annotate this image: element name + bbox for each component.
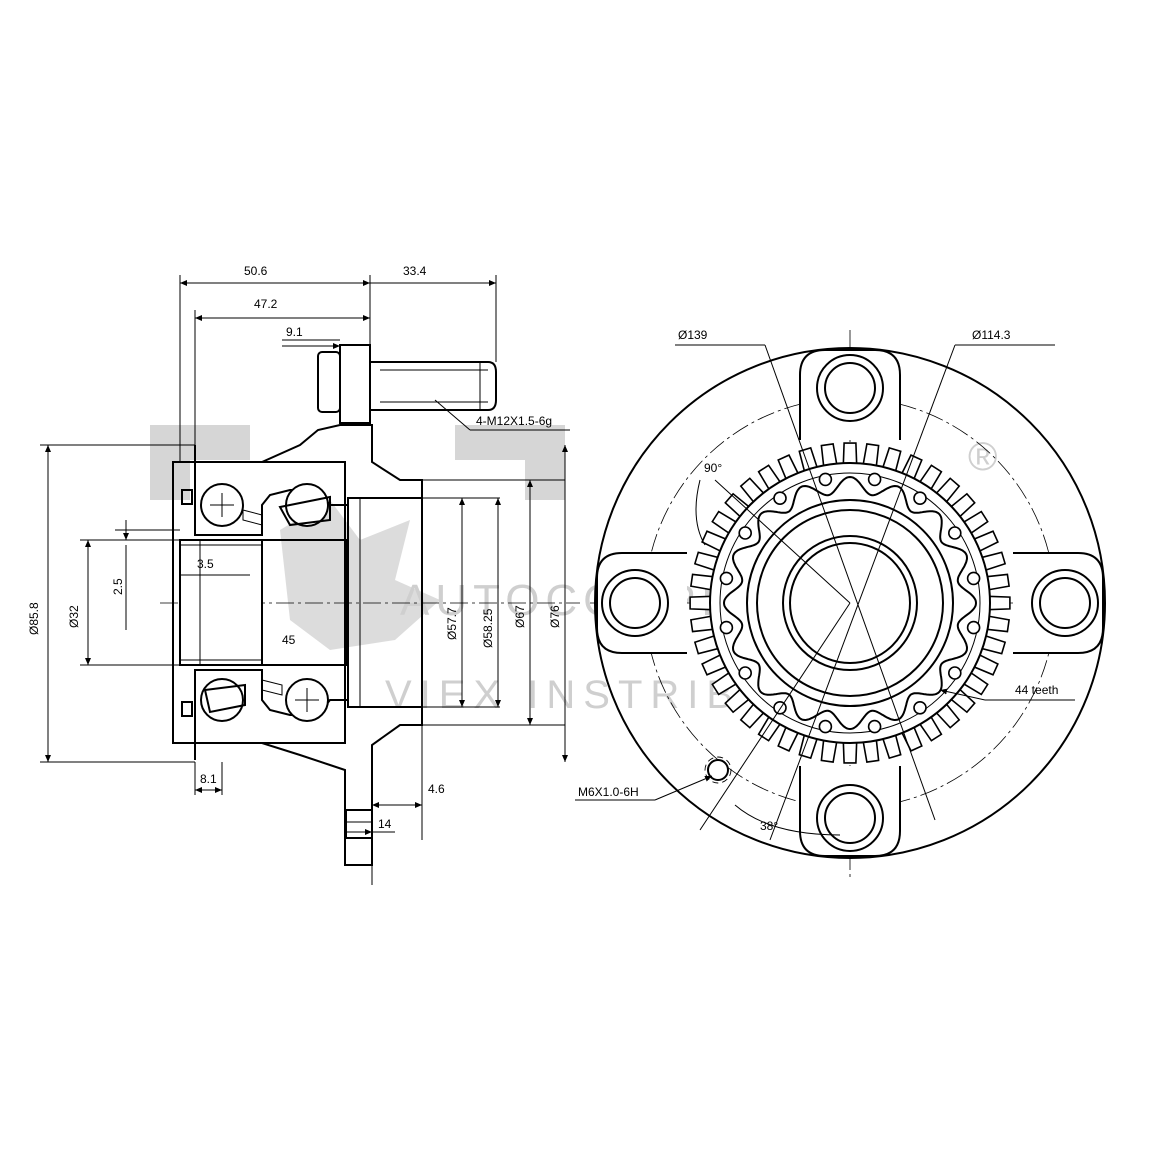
angle-90-label: 90°: [704, 461, 722, 475]
thread-hole-callout: M6X1.0-6H: [578, 785, 639, 799]
threaded-hole-m6: [707, 759, 729, 781]
dim-4-6: 4.6: [428, 782, 445, 796]
watermark-registered-mark: ®: [968, 435, 997, 479]
dim-3-5: 3.5: [197, 557, 214, 571]
tone-ring-tooth: [842, 442, 858, 466]
front-leader-lines: [575, 344, 1075, 841]
hub-small-hole: [913, 491, 927, 506]
cage-upper: [278, 495, 331, 527]
hub-small-hole: [966, 571, 981, 586]
tone-ring-tooth: [689, 595, 713, 611]
dim-47-2: 47.2: [254, 297, 278, 311]
dim-bore-32: Ø32: [67, 605, 81, 628]
hub-scalloped-ring: [722, 475, 978, 731]
hub-small-hole: [867, 719, 882, 734]
tone-ring-inner-edge: [719, 472, 981, 734]
hub-small-hole: [738, 526, 753, 540]
hub-small-hole: [719, 620, 734, 635]
side-extension-lines: [40, 275, 565, 885]
dim-9-1: 9.1: [286, 325, 303, 339]
front-view: Ø139 Ø114.3 90° 44 teeth M6X1.0-6H 38°: [575, 328, 1106, 880]
seal-upper: [181, 489, 193, 505]
dim-45: 45: [282, 633, 296, 647]
seal-lower: [181, 701, 193, 717]
dim-67: Ø67: [513, 605, 527, 628]
dim-pcd-114-3: Ø114.3: [972, 328, 1011, 342]
mounting-bolt-lower: [345, 809, 373, 839]
hub-small-hole: [818, 719, 833, 734]
flange-outer-circle: [594, 347, 1106, 859]
dim-14: 14: [378, 817, 392, 831]
dim-8-1: 8.1: [200, 772, 217, 786]
side-section-view: 50.6 33.4 47.2 9.1 4-M12X1.5-6g Ø85.8 Ø3…: [27, 264, 580, 885]
dim-bolt-flange-139: Ø139: [678, 328, 708, 342]
dim-2-5: 2.5: [111, 578, 125, 595]
tone-ring-tooth: [842, 740, 858, 764]
hub-bore-outer: [782, 535, 918, 671]
hub-small-hole: [913, 700, 927, 715]
hub-small-holes: [719, 472, 981, 734]
hub-small-hole: [818, 472, 833, 487]
hub-small-hole: [773, 700, 787, 715]
watermark-text-line2: VIEX INSTRIB: [385, 673, 741, 717]
dim-76: Ø76: [548, 605, 562, 628]
hub-small-hole: [947, 666, 962, 680]
inner-sleeve: [179, 539, 263, 666]
stud-thread-callout: 4-M12X1.5-6g: [476, 414, 552, 428]
cage-lower: [203, 683, 246, 714]
dim-57-7: Ø57.7: [445, 607, 459, 640]
hub-small-hole: [947, 526, 962, 540]
dim-58-25: Ø58.25: [481, 608, 495, 648]
hub-flange-section-lower: [194, 669, 423, 866]
dim-33-4: 33.4: [403, 264, 427, 278]
dim-outer-diameter-85-8: Ø85.8: [27, 602, 41, 635]
hub-bore-inner: [789, 542, 911, 664]
hub-small-hole: [738, 666, 753, 680]
hub-pilot-middle: [756, 509, 944, 697]
hub-small-hole: [719, 571, 734, 586]
hub-small-hole: [867, 472, 882, 487]
side-dimension-lines: [45, 280, 570, 835]
hub-bore-wall: [261, 539, 347, 666]
tone-ring-tooth: [987, 595, 1011, 611]
dim-50-6: 50.6: [244, 264, 268, 278]
teeth-count-label: 44 teeth: [1015, 683, 1058, 697]
angle-38-label: 38°: [760, 819, 778, 833]
wheel-stud: [317, 344, 497, 424]
hub-small-hole: [773, 491, 787, 506]
abs-ring-side: [347, 497, 423, 708]
hub-small-hole: [966, 620, 981, 635]
